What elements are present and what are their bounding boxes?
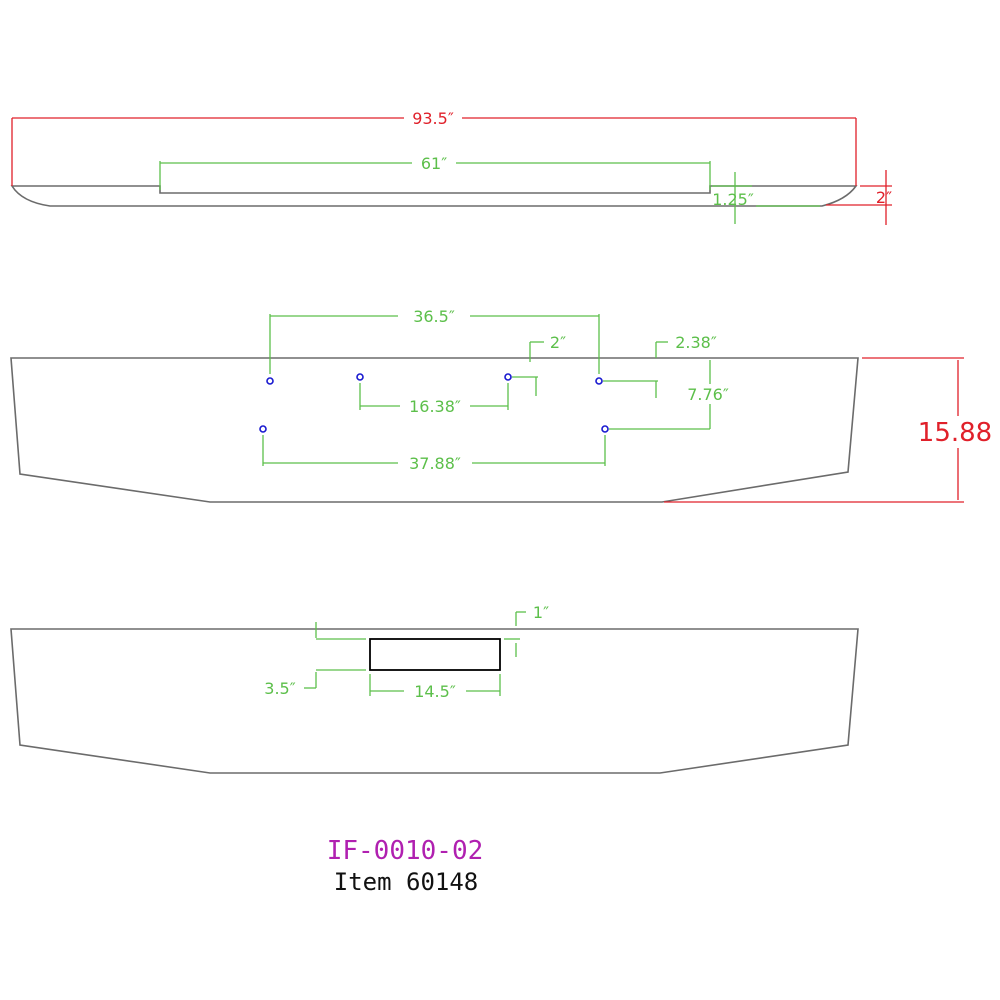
dim-inner-hole-spacing: 16.38″ (359, 383, 509, 416)
mounting-hole (356, 373, 364, 381)
overall-length-label: 93.5″ (412, 109, 454, 128)
lower-hole-spacing-label: 37.88″ (409, 454, 461, 473)
inner-hole-spacing-label: 16.38″ (409, 397, 461, 416)
dim-overall-height: 15.88 (664, 357, 992, 503)
hole-row-spacing-label: 7.76″ (687, 385, 729, 404)
dim-hole-offset-top: 2.38″ (603, 333, 717, 398)
slot-top-offset-label: 1″ (533, 603, 549, 622)
item-label: Item 60148 (334, 868, 479, 896)
slot-width-label: 14.5″ (414, 682, 456, 701)
part-number: IF-0010-02 (327, 836, 484, 866)
mounting-hole (595, 377, 603, 385)
dim-end-height: 2″ (826, 170, 892, 225)
dim-slot-width: 14.5″ (369, 674, 501, 701)
mounting-hole (601, 425, 609, 433)
slot-height-label: 3.5″ (264, 679, 295, 698)
license-plate-slot (369, 638, 501, 671)
mounting-hole (259, 425, 267, 433)
step-height-label: 1.25″ (712, 190, 754, 209)
dim-step-height: 1.25″ (712, 172, 820, 224)
dim-slot-height: 3.5″ (264, 669, 366, 698)
outer-hole-spacing-label: 36.5″ (413, 307, 455, 326)
dim-overall-length: 93.5″ (11, 109, 857, 186)
hole-offset-small-label: 2″ (550, 333, 566, 352)
mounting-hole (504, 373, 512, 381)
center-length-label: 61″ (421, 154, 447, 173)
bottom-view: 1″ 3.5″ 14.5″ (10, 603, 859, 774)
dim-lower-hole-spacing: 37.88″ (262, 435, 606, 473)
dim-slot-top-offset: 1″ (315, 603, 549, 657)
dim-hole-row-spacing: 7.76″ (609, 360, 729, 430)
hole-offset-top-label: 2.38″ (675, 333, 717, 352)
front-view-outline (10, 357, 859, 503)
top-view: 93.5″ 61″ 1.25″ 2″ (10, 109, 892, 225)
bottom-view-outline (10, 628, 859, 774)
mounting-hole (266, 377, 274, 385)
dim-center-length: 61″ (159, 154, 711, 190)
front-view: 36.5″ 16.38″ 2″ 2.38″ 7.76″ (10, 307, 992, 503)
overall-height-label: 15.88 (918, 418, 992, 448)
end-height-label: 2″ (876, 188, 892, 207)
dim-hole-offset-small: 2″ (512, 333, 566, 396)
dim-outer-hole-spacing: 36.5″ (269, 307, 600, 374)
